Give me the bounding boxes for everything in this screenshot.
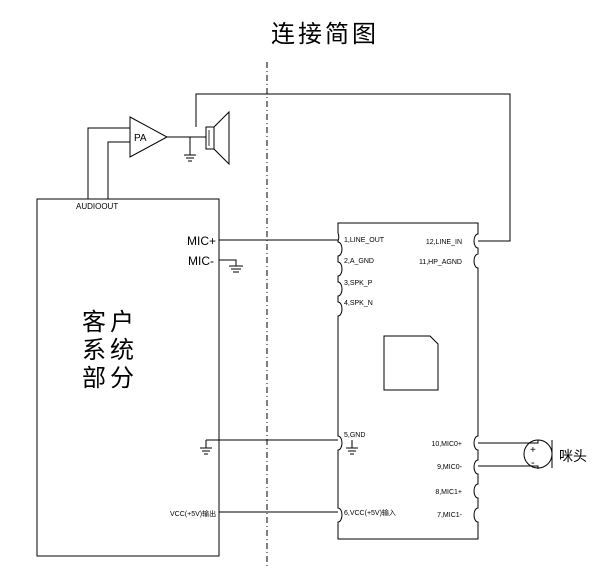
pin-line-in: 12,LINE_IN bbox=[426, 239, 462, 246]
mic0-plus-wire bbox=[478, 440, 539, 444]
mic-minus-wire bbox=[219, 259, 237, 266]
customer-label-line-2: 系统 bbox=[82, 336, 138, 364]
mic0-minus-wire bbox=[478, 465, 539, 469]
mic-plus-sign: + bbox=[530, 445, 536, 456]
pin-spk-n: 4,SPK_N bbox=[344, 300, 373, 307]
pin-mic0-plus: 10,MIC0+ bbox=[431, 441, 462, 448]
speaker-icon bbox=[205, 110, 230, 166]
mic-minus-sign: - bbox=[531, 457, 535, 469]
audio-out-wire-1 bbox=[87, 127, 130, 199]
pin-vcc-in: 6,VCC(+5V)输入 bbox=[344, 508, 396, 517]
audio-out-label: AUDIOOUT bbox=[76, 202, 118, 211]
audio-out-wire-2 bbox=[107, 141, 130, 199]
vcc-out-label: VCC(+5V)输出 bbox=[170, 509, 216, 518]
pin-hp-agnd: 11,HP_AGND bbox=[419, 259, 462, 266]
pin-line-out: 1,LINE_OUT bbox=[344, 237, 385, 244]
speaker-ground-icon bbox=[184, 154, 196, 162]
microphone-label: 咪头 bbox=[559, 449, 587, 465]
pin-mic0-minus: 9,MIC0- bbox=[437, 464, 463, 471]
pin-mic1-minus: 7,MIC1- bbox=[437, 512, 463, 519]
customer-label-line-1: 客户 bbox=[82, 308, 138, 336]
customer-label-line-3: 部分 bbox=[82, 364, 138, 392]
pin-a-gnd: 2,A_GND bbox=[344, 258, 374, 265]
pin-spk-p: 3,SPK_P bbox=[344, 280, 373, 287]
mic-minus-ground-icon bbox=[229, 265, 243, 273]
pin-mic1-plus: 8,MIC1+ bbox=[435, 489, 462, 496]
module-ground-icon bbox=[346, 447, 358, 455]
module-outline bbox=[337, 222, 479, 540]
pa-amplifier-triangle bbox=[129, 116, 169, 158]
customer-system-block bbox=[36, 198, 220, 557]
module-chip bbox=[383, 335, 439, 391]
pa-amplifier-label: PA bbox=[134, 133, 147, 144]
customer-ground-icon bbox=[200, 447, 212, 455]
microphone-icon bbox=[523, 439, 553, 469]
mic-plus-label: MIC+ bbox=[187, 234, 216, 248]
speaker-to-line-in-wire bbox=[195, 93, 511, 242]
mic-minus-label: MIC- bbox=[188, 254, 214, 268]
pin-gnd: 5,GND bbox=[344, 432, 365, 439]
diagram-title: 连接简图 bbox=[271, 20, 379, 48]
